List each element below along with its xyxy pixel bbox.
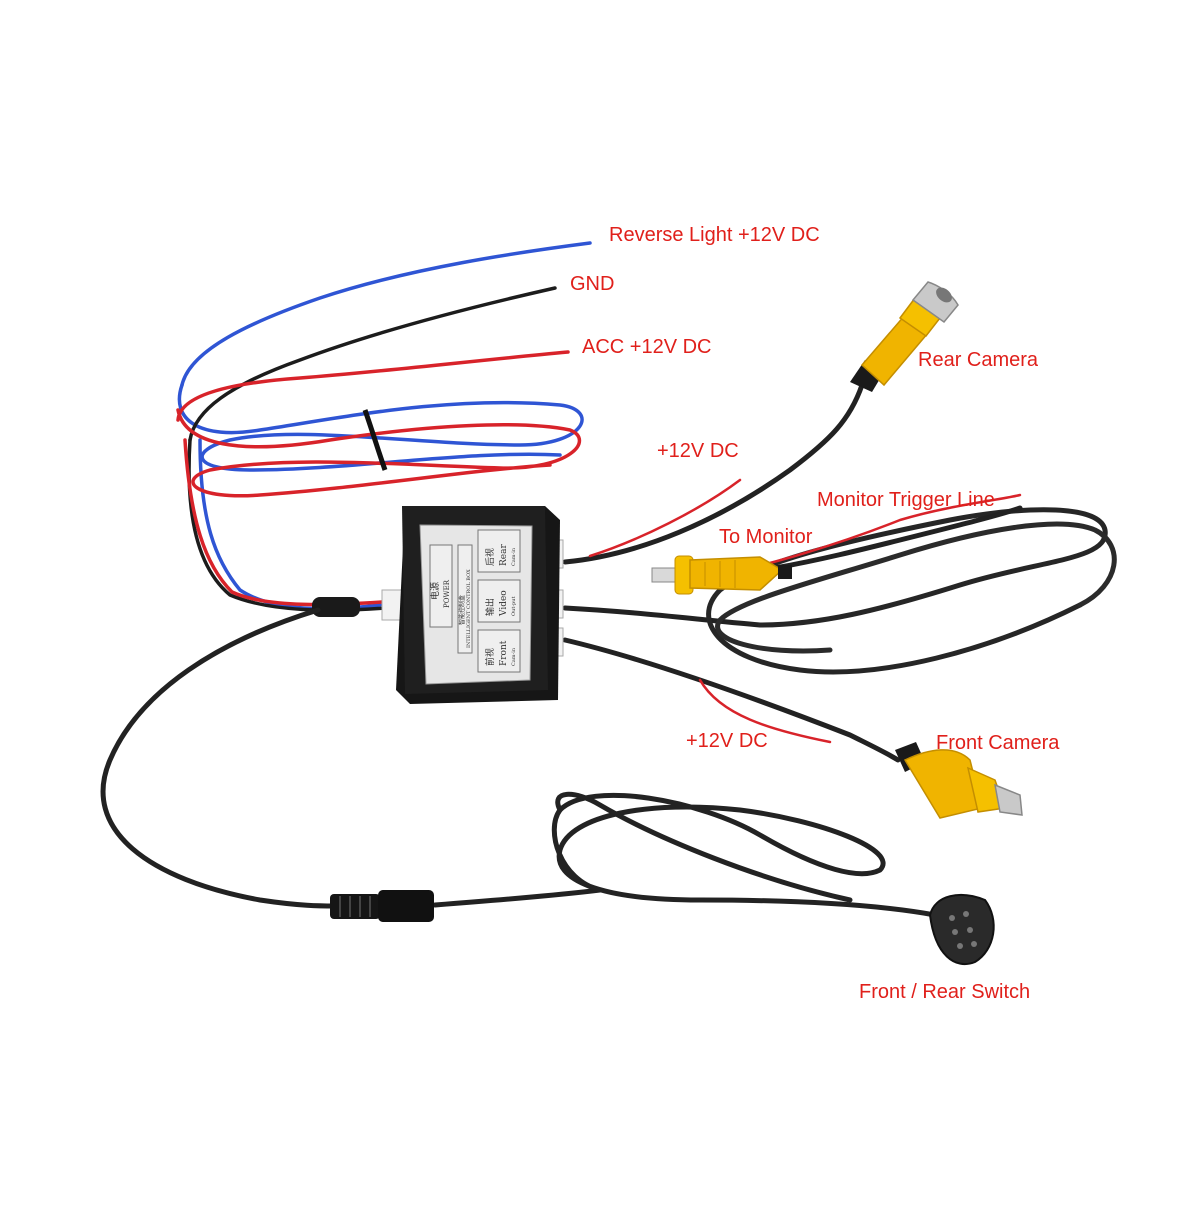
box-title-en: INTELLIGENT CONTROL BOX	[466, 569, 472, 648]
box-rear-cn: 后视	[484, 548, 496, 566]
box-front-sub: Cam-in	[511, 647, 517, 666]
box-power-en: POWER	[443, 579, 451, 608]
label-rear-camera: Rear Camera	[918, 349, 1039, 371]
label-front-12v: +12V DC	[686, 730, 768, 752]
label-front-camera: Front Camera	[936, 732, 1060, 754]
control-box	[396, 506, 564, 704]
rear-camera-cable	[562, 382, 865, 565]
label-switch: Front / Rear Switch	[859, 981, 1031, 1003]
box-front-en: Front	[499, 640, 509, 666]
box-rear-sub: Cam-in	[511, 547, 517, 566]
label-rear-12v: +12V DC	[657, 440, 739, 462]
rear-camera-rca	[850, 281, 959, 392]
box-video-en: Video	[499, 590, 509, 617]
box-front-cn: 前视	[484, 648, 496, 666]
front-camera-rca	[895, 742, 1023, 819]
control-box-labels: 电源 POWER 智能控制盒 INTELLIGENT CONTROL BOX 后…	[429, 544, 517, 666]
switch-cable	[100, 607, 603, 909]
label-to-monitor: To Monitor	[719, 526, 813, 548]
front-camera-cable	[562, 637, 901, 763]
box-power-cn: 电源	[429, 582, 441, 600]
label-reverse-light: Reverse Light +12V DC	[609, 224, 820, 246]
to-monitor-rca-plug-icon	[651, 555, 792, 595]
monitor-cable	[562, 493, 1117, 675]
box-video-sub: Out-put	[511, 597, 517, 616]
label-gnd: GND	[570, 273, 615, 295]
push-button-switch-icon	[928, 894, 995, 966]
cable-tie	[362, 409, 388, 471]
label-monitor-trigger: Monitor Trigger Line	[817, 489, 995, 511]
power-cable-sleeve	[312, 597, 360, 617]
switch-cable-coil	[551, 791, 938, 918]
box-rear-en: Rear	[499, 544, 509, 566]
box-video-cn: 输出	[484, 598, 496, 616]
switch-connector	[330, 890, 434, 922]
box-title-cn: 智能控制盒	[458, 595, 466, 625]
label-acc: ACC +12V DC	[582, 336, 712, 358]
